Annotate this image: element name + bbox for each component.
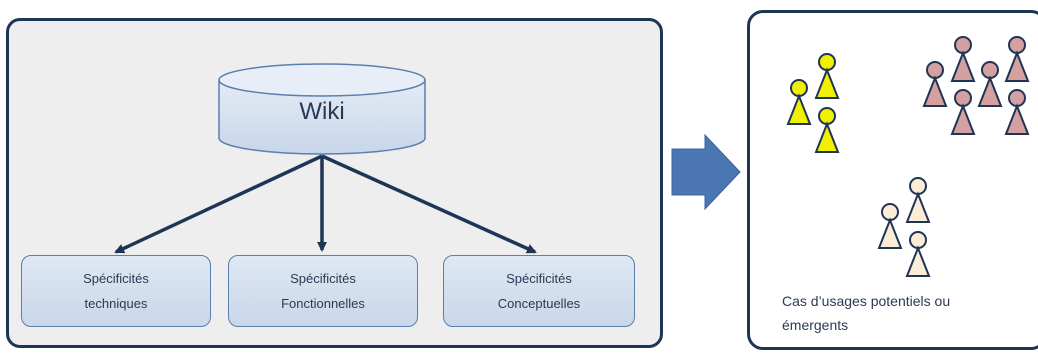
big-right-arrow-icon xyxy=(671,133,741,211)
person-icon xyxy=(950,89,976,135)
person-icon xyxy=(877,203,903,249)
wiki-label: Wiki xyxy=(299,98,345,125)
spec-box-fonctionnelles: Spécificités Fonctionnelles xyxy=(228,255,418,327)
person-icon xyxy=(1004,36,1030,82)
usage-cases-caption: Cas d’usages potentiels ou émergents xyxy=(782,293,951,333)
person-icon xyxy=(786,79,812,125)
person-icon xyxy=(814,53,840,99)
person-icon xyxy=(1004,89,1030,135)
spec-fonctionnelles-label: Spécificités Fonctionnelles xyxy=(281,271,365,311)
person-group-cream xyxy=(877,177,931,277)
spec-conceptuelles-label: Spécificités Conceptuelles xyxy=(497,271,581,311)
person-icon xyxy=(905,177,931,223)
person-group-pink xyxy=(922,36,1030,135)
person-icon xyxy=(977,61,1003,107)
person-icon xyxy=(922,61,948,107)
person-icon xyxy=(814,107,840,153)
person-icon xyxy=(950,36,976,82)
arrow-to-techniques xyxy=(114,154,323,254)
arrow-to-conceptuelles xyxy=(321,154,537,254)
spec-box-techniques: Spécificités techniques xyxy=(21,255,211,327)
person-icon xyxy=(905,231,931,277)
person-group-yellow xyxy=(786,53,840,153)
spec-techniques-label: Spécificités techniques xyxy=(83,271,149,311)
wiki-database-cylinder-icon xyxy=(218,63,426,155)
spec-box-conceptuelles: Spécificités Conceptuelles xyxy=(443,255,635,327)
